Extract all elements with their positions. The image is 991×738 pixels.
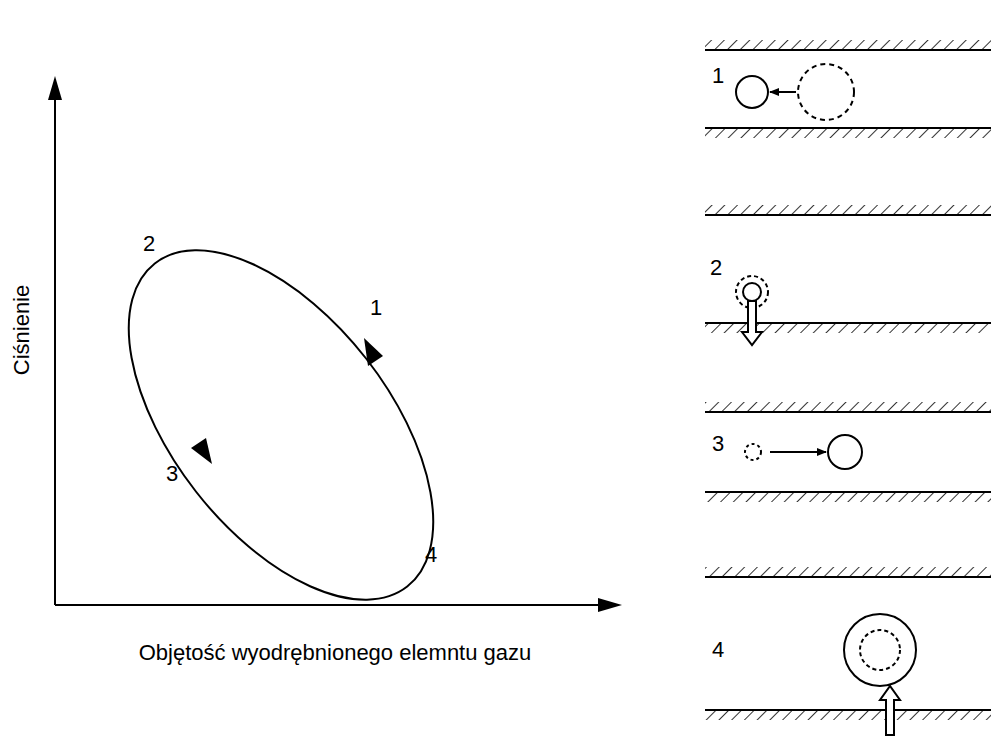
bubble-panel-4 [844, 614, 916, 735]
axis-arrow [598, 598, 622, 612]
axis-title: Ciśnienie [10, 285, 34, 376]
phase-number: 1 [370, 296, 382, 320]
phase-number: 3 [166, 462, 178, 486]
axis-arrow [48, 76, 62, 100]
direction-arrow [191, 438, 212, 464]
phase-number: 2 [143, 232, 155, 256]
channel-walls [705, 40, 991, 720]
bubble-panel-2 [736, 276, 768, 345]
panel-number: 3 [712, 432, 724, 456]
panel-number: 1 [712, 64, 724, 88]
cycle-loop [70, 197, 493, 653]
direction-arrow [364, 338, 383, 366]
bubble-panel-3 [745, 435, 862, 469]
bubble-panel-1 [736, 64, 854, 120]
panel-number: 2 [710, 256, 722, 280]
axes [55, 95, 600, 605]
panel-number: 4 [712, 638, 724, 662]
phase-number: 4 [425, 543, 437, 567]
axis-title: Objętość wyodrębnionego elemntu gazu [139, 641, 532, 665]
